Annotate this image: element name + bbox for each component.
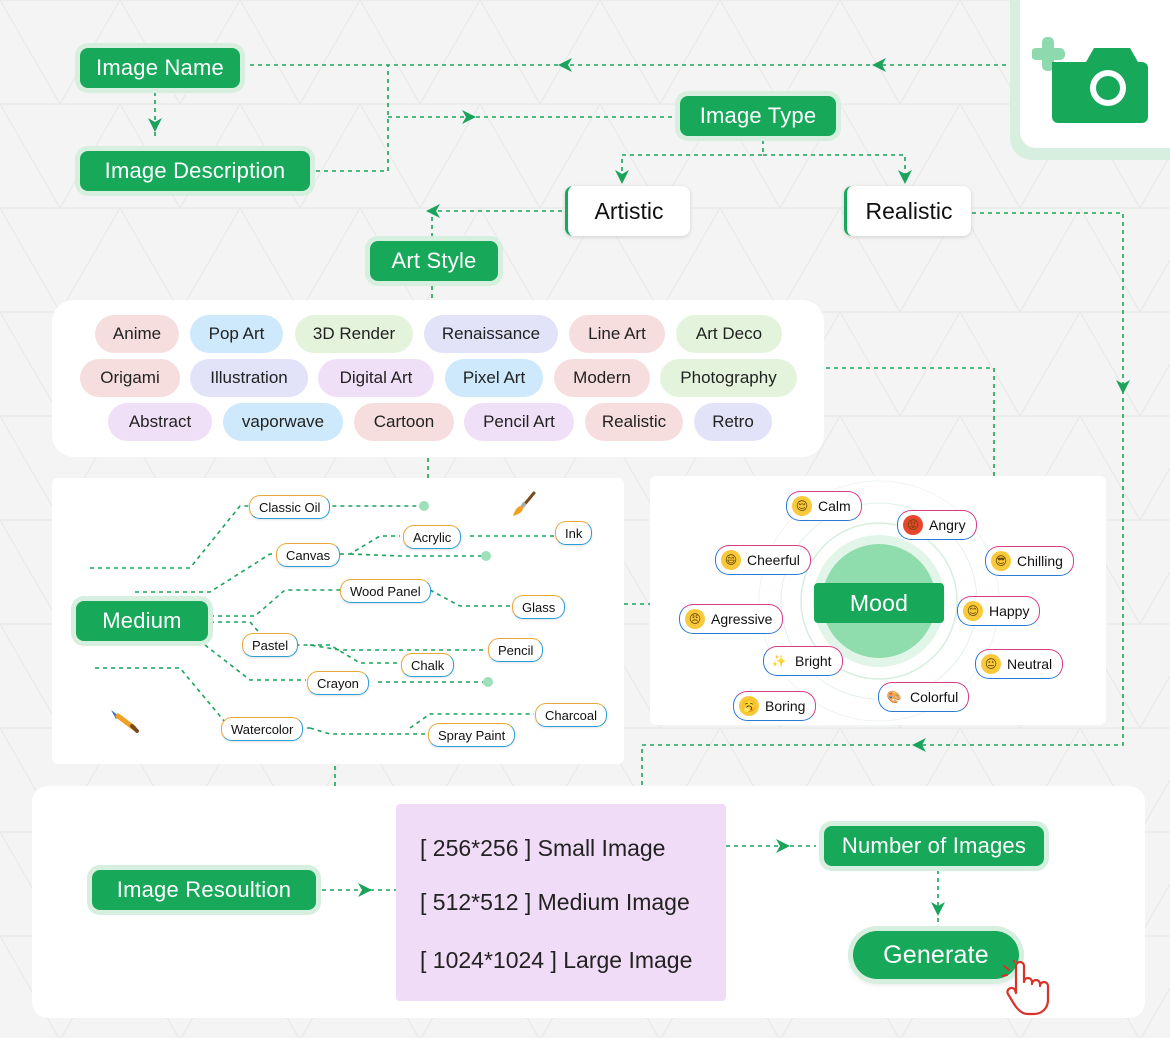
image-description-node[interactable]: Image Description <box>80 151 310 191</box>
mood-angry[interactable]: 😡 Angry <box>897 510 977 540</box>
medium-spray-paint[interactable]: Spray Paint <box>428 723 516 747</box>
art-style-pixel-art[interactable]: Pixel Art <box>445 359 543 397</box>
mood-cheerful[interactable]: 😄 Cheerful <box>715 545 811 575</box>
art-style-node[interactable]: Art Style <box>370 241 498 281</box>
medium-charcoal[interactable]: Charcoal <box>535 703 608 727</box>
medium-node-dot <box>483 677 493 687</box>
boring-emoji-icon: 🥱 <box>739 696 759 716</box>
mood-label: Agressive <box>711 611 773 627</box>
cheerful-emoji-icon: 😄 <box>721 550 741 570</box>
resolution-large[interactable]: [ 1024*1024 ] Large Image <box>420 947 693 973</box>
art-style-illustration[interactable]: Illustration <box>190 359 308 397</box>
mood-boring[interactable]: 🥱 Boring <box>733 691 817 721</box>
mood-label: Neutral <box>1007 656 1053 672</box>
generate-button[interactable]: Generate <box>853 931 1019 979</box>
resolution-small[interactable]: [ 256*256 ] Small Image <box>420 835 666 861</box>
paintbrush-icon <box>513 491 536 516</box>
image-resolution-node[interactable]: Image Resoultion <box>92 870 316 910</box>
mood-label: Colorful <box>910 689 959 705</box>
medium-pastel[interactable]: Pastel <box>242 633 299 657</box>
hand-pointer-icon <box>1001 960 1050 1016</box>
medium-canvas[interactable]: Canvas <box>276 543 341 567</box>
mood-neutral[interactable]: 😐 Neutral <box>975 649 1064 679</box>
art-style-photography[interactable]: Photography <box>660 359 797 397</box>
art-style-art-deco[interactable]: Art Deco <box>676 315 782 353</box>
image-name-node[interactable]: Image Name <box>80 48 240 88</box>
art-style-pop-art[interactable]: Pop Art <box>190 315 283 353</box>
art-style-pencil-art[interactable]: Pencil Art <box>464 403 574 441</box>
agressive-emoji-icon: 😠 <box>685 609 705 629</box>
mood-happy[interactable]: 😊 Happy <box>957 596 1041 626</box>
mood-label: Chilling <box>1017 553 1063 569</box>
resolution-medium[interactable]: [ 512*512 ] Medium Image <box>420 889 690 915</box>
art-style-origami[interactable]: Origami <box>80 359 180 397</box>
artistic-option[interactable]: Artistic <box>565 186 690 236</box>
bright-sparkle-icon: ✨ <box>771 654 787 668</box>
art-style-3d-render[interactable]: 3D Render <box>295 315 413 353</box>
medium-ink[interactable]: Ink <box>555 521 593 545</box>
image-type-node[interactable]: Image Type <box>680 96 836 136</box>
neutral-emoji-icon: 😐 <box>981 654 1001 674</box>
happy-emoji-icon: 😊 <box>963 601 983 621</box>
art-style-vaporwave[interactable]: vaporwave <box>223 403 343 441</box>
art-style-cartoon[interactable]: Cartoon <box>354 403 454 441</box>
mood-label: Angry <box>929 517 966 533</box>
mood-node[interactable]: Mood <box>814 583 944 623</box>
art-style-abstract[interactable]: Abstract <box>108 403 212 441</box>
art-style-line-art[interactable]: Line Art <box>569 315 665 353</box>
number-of-images-node[interactable]: Number of Images <box>824 826 1044 866</box>
medium-wood-panel[interactable]: Wood Panel <box>340 579 431 603</box>
colorful-palette-icon: 🎨 <box>886 690 902 704</box>
mood-chilling[interactable]: 😎 Chilling <box>985 546 1074 576</box>
art-style-renaissance[interactable]: Renaissance <box>424 315 558 353</box>
mood-label: Boring <box>765 698 806 714</box>
resolution-options-box <box>396 804 726 1001</box>
art-style-digital-art[interactable]: Digital Art <box>318 359 434 397</box>
chilling-emoji-icon: 😎 <box>991 551 1011 571</box>
palette-knife-icon <box>111 710 139 733</box>
art-style-realistic[interactable]: Realistic <box>585 403 683 441</box>
calm-emoji-icon: 😌 <box>792 496 812 516</box>
medium-chalk[interactable]: Chalk <box>401 653 455 677</box>
mood-label: Calm <box>818 498 851 514</box>
medium-glass[interactable]: Glass <box>512 595 566 619</box>
art-style-retro[interactable]: Retro <box>694 403 772 441</box>
mood-bright[interactable]: ✨ Bright <box>763 646 843 676</box>
medium-pencil[interactable]: Pencil <box>488 638 544 662</box>
add-photo-camera-icon[interactable] <box>1032 22 1152 132</box>
medium-classic-oil[interactable]: Classic Oil <box>249 495 331 519</box>
medium-watercolor[interactable]: Watercolor <box>221 717 304 741</box>
medium-crayon[interactable]: Crayon <box>307 671 369 695</box>
art-style-modern[interactable]: Modern <box>554 359 650 397</box>
medium-node-dot <box>419 501 429 511</box>
mood-label: Happy <box>989 603 1030 619</box>
add-image-card[interactable] <box>1010 0 1170 160</box>
medium-node-dot <box>481 551 491 561</box>
realistic-option[interactable]: Realistic <box>844 186 971 236</box>
art-style-anime[interactable]: Anime <box>95 315 179 353</box>
medium-node[interactable]: Medium <box>76 601 208 641</box>
mood-label: Cheerful <box>747 552 800 568</box>
angry-emoji-icon: 😡 <box>903 515 923 535</box>
mood-colorful[interactable]: 🎨 Colorful <box>878 682 970 712</box>
mood-agressive[interactable]: 😠 Agressive <box>679 604 784 634</box>
medium-acrylic[interactable]: Acrylic <box>403 525 462 549</box>
mood-label: Bright <box>795 653 832 669</box>
mood-calm[interactable]: 😌 Calm <box>786 491 862 521</box>
